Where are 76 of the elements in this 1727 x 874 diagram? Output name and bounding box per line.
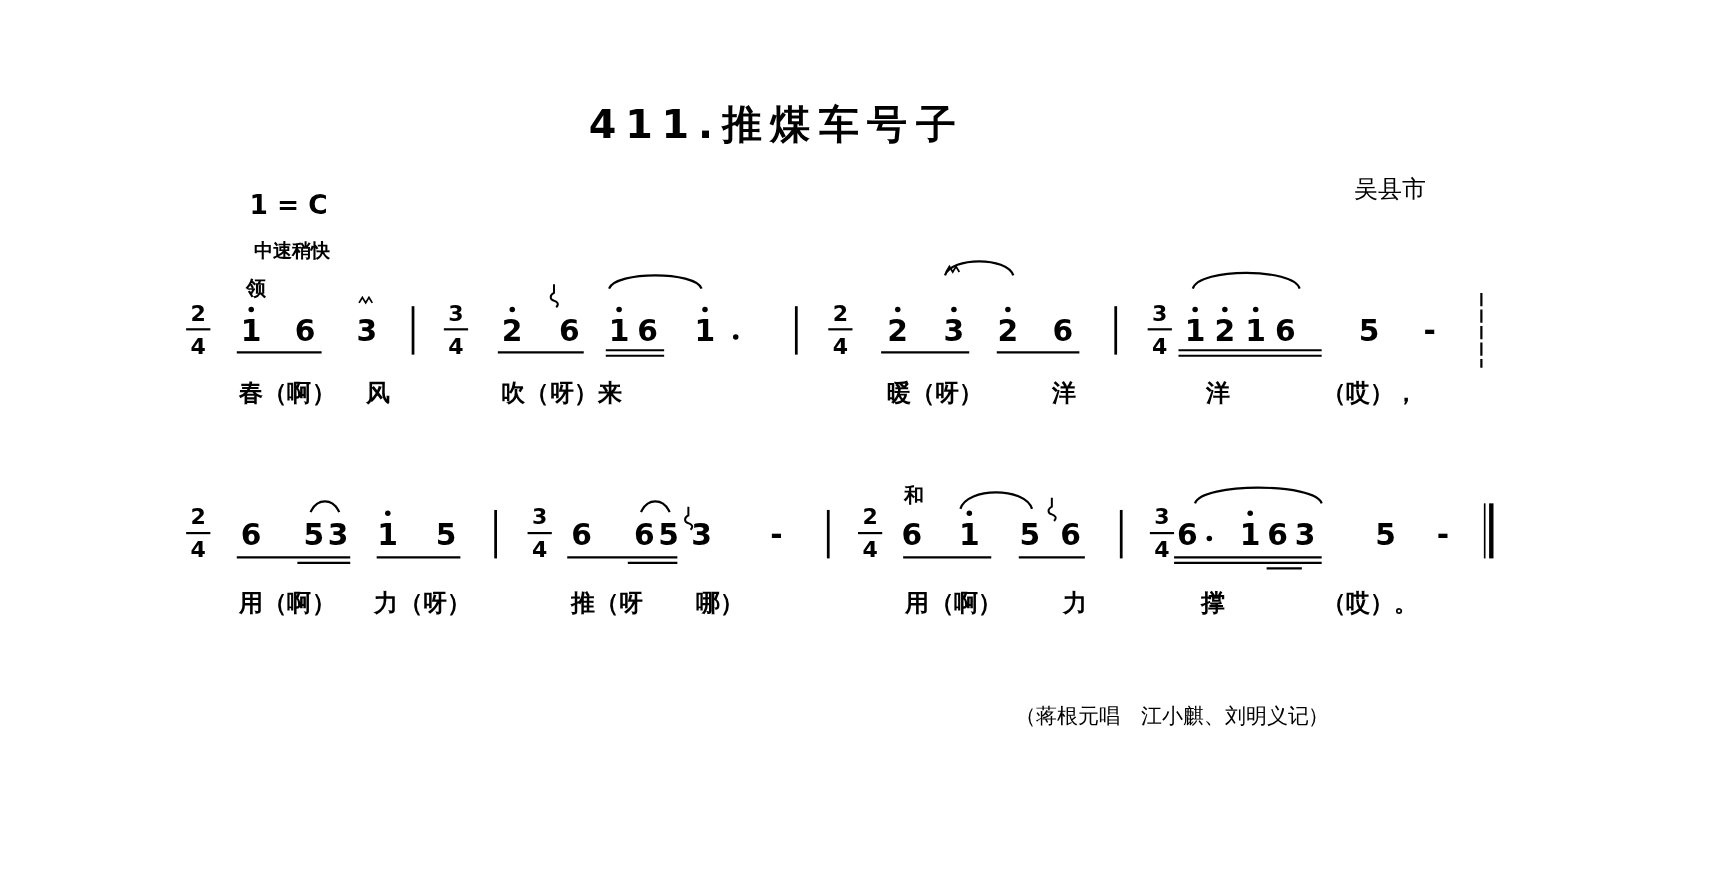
lyric-text: 用（啊） bbox=[905, 591, 1003, 616]
note-digit: 3 bbox=[943, 306, 965, 346]
key-signature: 1 = C bbox=[249, 191, 328, 219]
note-digit: 6 bbox=[633, 519, 655, 550]
note-digit: 1 bbox=[240, 306, 262, 346]
lyric-text: 吹（呀）来 bbox=[501, 381, 623, 406]
note-digit: 1 bbox=[1239, 510, 1261, 550]
time-signature-digit: 4 bbox=[1152, 334, 1168, 357]
note-digit: 6 bbox=[637, 315, 658, 346]
time-signature-digit: 4 bbox=[1154, 538, 1170, 561]
lyric-text: （哎）， bbox=[1321, 381, 1419, 406]
lyric-text: 暖（呀） bbox=[886, 381, 984, 406]
note-digit: 5 bbox=[1019, 519, 1041, 550]
time-signature-digit: 2 bbox=[862, 505, 878, 528]
note-digit: 5 bbox=[1375, 519, 1396, 550]
note-digit: 6 bbox=[571, 519, 592, 550]
time-signature-digit: 2 bbox=[832, 301, 849, 324]
place-text: 吴县市 bbox=[1353, 177, 1427, 202]
lyric-text: 风 bbox=[365, 381, 390, 406]
time-signature-digit: 3 bbox=[1152, 301, 1168, 324]
time-signature-digit: 3 bbox=[1154, 505, 1170, 528]
note-digit: 6 bbox=[901, 519, 923, 550]
note-digit: 1 bbox=[958, 510, 980, 550]
note-digit: 2 bbox=[1214, 306, 1236, 346]
note-digit: 6 bbox=[294, 315, 316, 346]
sustain-dash: - bbox=[770, 519, 783, 550]
note-digit: 5 bbox=[303, 519, 325, 550]
note-digit: 3 bbox=[1294, 519, 1316, 550]
note-digit: 6 bbox=[1267, 519, 1288, 550]
lyric-text: 哪） bbox=[696, 591, 745, 616]
note-digit: 6 bbox=[559, 315, 580, 346]
note-digit: 1 bbox=[608, 306, 630, 346]
lyric-text: （哎）。 bbox=[1321, 591, 1419, 616]
time-signature-digit: 4 bbox=[448, 334, 464, 357]
lyric-text: 春（啊） bbox=[239, 381, 336, 406]
credit-text: （蒋根元唱 江小麒、刘明义记） bbox=[1015, 705, 1330, 727]
time-signature-digit: 4 bbox=[190, 334, 206, 357]
lyric-text: 洋 bbox=[1206, 381, 1231, 406]
note-digit: 6 bbox=[1060, 519, 1081, 550]
lyric-text: 推（呀 bbox=[570, 591, 644, 616]
note-digit: 3 bbox=[356, 315, 378, 346]
time-signature-digit: 2 bbox=[190, 505, 206, 528]
time-signature-digit: 2 bbox=[190, 301, 206, 324]
time-signature-digit: 3 bbox=[532, 505, 548, 528]
note-digit: 2 bbox=[501, 306, 523, 346]
note-digit: 6 bbox=[1176, 519, 1198, 550]
note-digit: 6 bbox=[1275, 315, 1296, 346]
note-digit: 1 bbox=[377, 510, 399, 550]
tempo-marking: 中速稍快 bbox=[254, 241, 330, 261]
voice-cue: 领 bbox=[245, 278, 266, 299]
note-digit: 1 bbox=[1245, 306, 1266, 346]
time-signature-digit: 4 bbox=[832, 334, 849, 357]
lyric-text: 洋 bbox=[1051, 381, 1077, 406]
sustain-dash: - bbox=[1436, 519, 1449, 550]
title: 411.推煤车号子 bbox=[588, 104, 965, 145]
lyric-text: 力 bbox=[1062, 591, 1088, 616]
voice-cue: 和 bbox=[904, 485, 925, 506]
note-digit: 3 bbox=[327, 519, 349, 550]
note-digit: 2 bbox=[887, 306, 908, 346]
note-digit: 5 bbox=[658, 519, 679, 550]
time-signature-digit: 4 bbox=[190, 538, 206, 561]
time-signature-digit: 4 bbox=[862, 538, 878, 561]
note-digit: 1 bbox=[694, 306, 716, 346]
note-digit: 6 bbox=[1052, 315, 1074, 346]
lyric-text: 撑 bbox=[1200, 591, 1225, 616]
note-digit: 2 bbox=[997, 306, 1019, 346]
time-signature-digit: 3 bbox=[448, 301, 464, 324]
note-digit: 1 bbox=[1184, 306, 1206, 346]
note-digit: 5 bbox=[1358, 315, 1380, 346]
lyric-text: 力（呀） bbox=[374, 591, 472, 616]
note-digit: 6 bbox=[240, 519, 262, 550]
time-signature-digit: 4 bbox=[532, 538, 548, 561]
sustain-dash: - bbox=[1423, 315, 1436, 346]
note-digit: 5 bbox=[435, 519, 457, 550]
lyric-text: 用（啊） bbox=[239, 591, 336, 616]
note-digit: 3 bbox=[691, 519, 712, 550]
